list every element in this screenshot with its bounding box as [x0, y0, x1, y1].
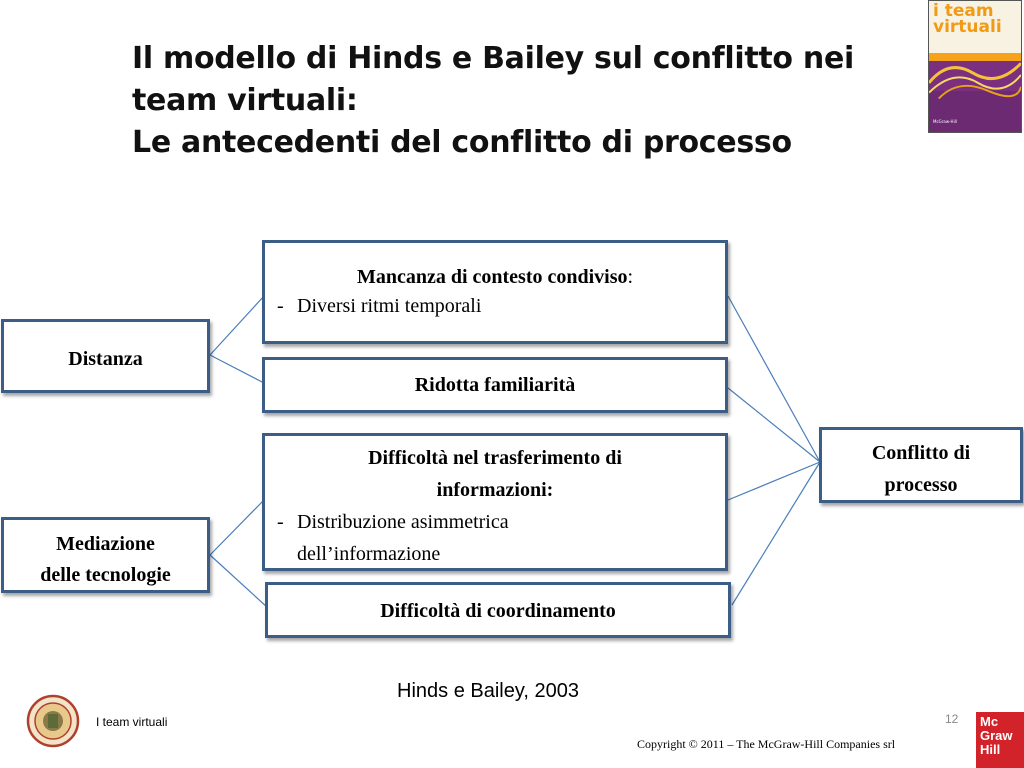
antecedent-mediazione-line-1: Mediazione [56, 533, 155, 555]
mcgraw-hill-logo: Mc Graw Hill [976, 712, 1024, 768]
mediator-mancanza-heading: Mancanza di contesto condiviso: [356, 266, 634, 288]
mediator-mancanza-contesto: Mancanza di contesto condiviso: -Diversi… [262, 240, 728, 344]
book-cover-publisher: McGraw-Hill [933, 119, 957, 124]
page-number: 12 [945, 712, 959, 726]
mediator-trasferimento-bullet: - Distribuzione asimmetrica dell’informa… [277, 511, 509, 565]
title-line-2: team virtuali: [132, 83, 358, 118]
mediator-mancanza-bullet: -Diversi ritmi temporali [277, 295, 482, 317]
mediator-difficolta-coordinamento: Difficoltà di coordinamento [265, 582, 731, 638]
book-cover-art [929, 62, 1021, 99]
antecedent-mediazione-line-2: delle tecnologie [40, 564, 171, 586]
mediator-difficolta-trasferimento: Difficoltà nel trasferimento di informaz… [262, 433, 728, 571]
antecedent-mediazione-tecnologie: Mediazione delle tecnologie [1, 517, 210, 593]
antecedent-distanza: Distanza [1, 319, 210, 393]
title-line-1: Il modello di Hinds e Bailey sul conflit… [132, 41, 854, 76]
slide-title: Il modello di Hinds e Bailey sul conflit… [132, 38, 952, 164]
outcome-conflitto-processo: Conflitto di processo [819, 427, 1023, 503]
antecedent-distanza-label: Distanza [68, 348, 143, 370]
copyright-notice: Copyright © 2011 – The McGraw-Hill Compa… [637, 737, 896, 751]
mediator-ridotta-familiarita: Ridotta familiarità [262, 357, 728, 413]
source-citation: Hinds e Bailey, 2003 [397, 680, 579, 702]
title-line-3: Le antecedenti del conflitto di processo [132, 125, 792, 160]
footer-label: I team virtuali [96, 715, 168, 729]
mediator-trasferimento-heading: Difficoltà nel trasferimento di informaz… [368, 447, 622, 501]
university-seal-icon [26, 694, 80, 748]
